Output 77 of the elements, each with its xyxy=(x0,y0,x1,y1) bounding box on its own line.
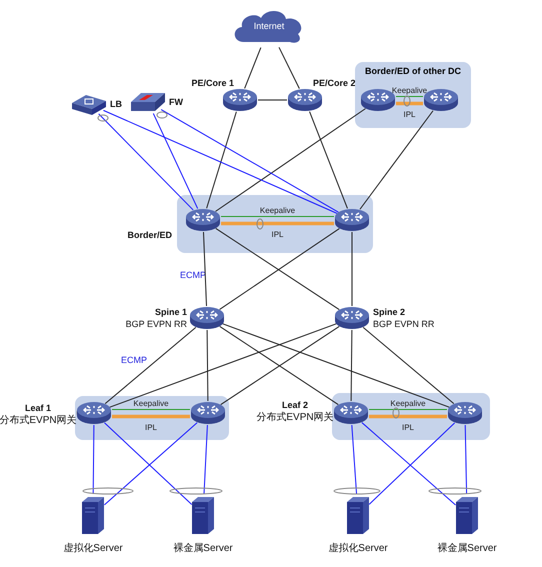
switch-icon xyxy=(333,401,369,425)
link-label: Keepalive xyxy=(390,398,426,408)
connector-line xyxy=(104,326,196,404)
connector-line xyxy=(92,424,94,494)
group-panel xyxy=(332,393,490,440)
device-label: Leaf 1 xyxy=(25,403,51,414)
connector-line xyxy=(464,424,468,494)
device-label: 虚拟化Server xyxy=(63,543,123,554)
device-label: Spine 1 xyxy=(154,307,187,318)
switch-icon xyxy=(190,401,226,425)
connector-line xyxy=(109,323,337,408)
device-label: BGP EVPN RR xyxy=(126,319,187,330)
connector-line xyxy=(203,232,207,306)
connector-line xyxy=(244,47,262,89)
link-label: IPL xyxy=(145,422,157,432)
connector-line xyxy=(350,330,352,402)
group-panel xyxy=(177,195,373,253)
device-label: 裸金属Server xyxy=(437,543,497,554)
load-balancer-icon xyxy=(72,92,106,116)
device-label: Spine 2 xyxy=(373,307,406,318)
server-icon xyxy=(80,494,106,536)
device-label: 裸金属Server xyxy=(173,543,233,554)
link-line xyxy=(112,414,190,418)
firewall-icon xyxy=(131,90,165,114)
server-icon xyxy=(454,494,480,536)
link-line xyxy=(396,96,424,97)
group-title: Border/ED of other DC xyxy=(364,66,462,76)
device-label: Border/ED xyxy=(127,230,172,241)
switch-icon xyxy=(185,208,221,232)
connector-line xyxy=(309,111,348,209)
link-line xyxy=(112,409,190,410)
connector-line xyxy=(152,112,198,210)
connector-line xyxy=(206,330,208,402)
link-label: IPL xyxy=(272,230,284,238)
switch-icon xyxy=(447,401,483,425)
group-panel xyxy=(75,396,229,440)
group-panel xyxy=(355,62,471,128)
link-line xyxy=(396,102,423,106)
device-label: 虚拟化Server xyxy=(328,543,388,554)
link-label: Keepalive xyxy=(260,206,296,214)
device-label: LB xyxy=(110,99,122,110)
device-label: PE/Core 2 xyxy=(313,78,356,89)
ecmp-label: ECMP xyxy=(121,355,148,366)
link-line xyxy=(368,409,448,410)
connector-line xyxy=(98,113,194,210)
device-label: 分布式EVPN网关 xyxy=(256,412,334,423)
switch-icon xyxy=(222,88,258,112)
connector-line xyxy=(359,110,434,210)
link-line xyxy=(369,414,447,418)
link-label: Keepalive xyxy=(392,86,428,94)
connector-line xyxy=(206,111,237,209)
link-label: IPL xyxy=(402,422,414,432)
switch-icon xyxy=(287,88,323,112)
connector-line xyxy=(278,46,300,90)
link-label: Keepalive xyxy=(133,398,169,408)
switch-icon xyxy=(189,306,225,330)
switch-icon xyxy=(334,306,370,330)
connector-line xyxy=(351,424,358,495)
server-icon xyxy=(345,494,371,536)
connector-line xyxy=(222,323,450,408)
ecmp-label: ECMP xyxy=(180,270,206,281)
connector-line xyxy=(160,109,339,213)
connector-line xyxy=(204,424,208,495)
link-label: IPL xyxy=(404,110,416,118)
switch-icon xyxy=(334,208,370,232)
connector-line xyxy=(102,110,338,214)
connector-line xyxy=(215,108,366,212)
device-label: FW xyxy=(169,97,183,108)
device-label: PE/Core 1 xyxy=(191,78,234,89)
connector-line xyxy=(362,326,454,404)
server-icon xyxy=(190,494,216,536)
switch-icon xyxy=(76,401,112,425)
device-label: BGP EVPN RR xyxy=(373,319,434,330)
device-label: Leaf 2 xyxy=(282,400,308,411)
link-line xyxy=(220,216,334,217)
link-line xyxy=(221,222,334,226)
cloud-label: Internet xyxy=(252,21,286,31)
